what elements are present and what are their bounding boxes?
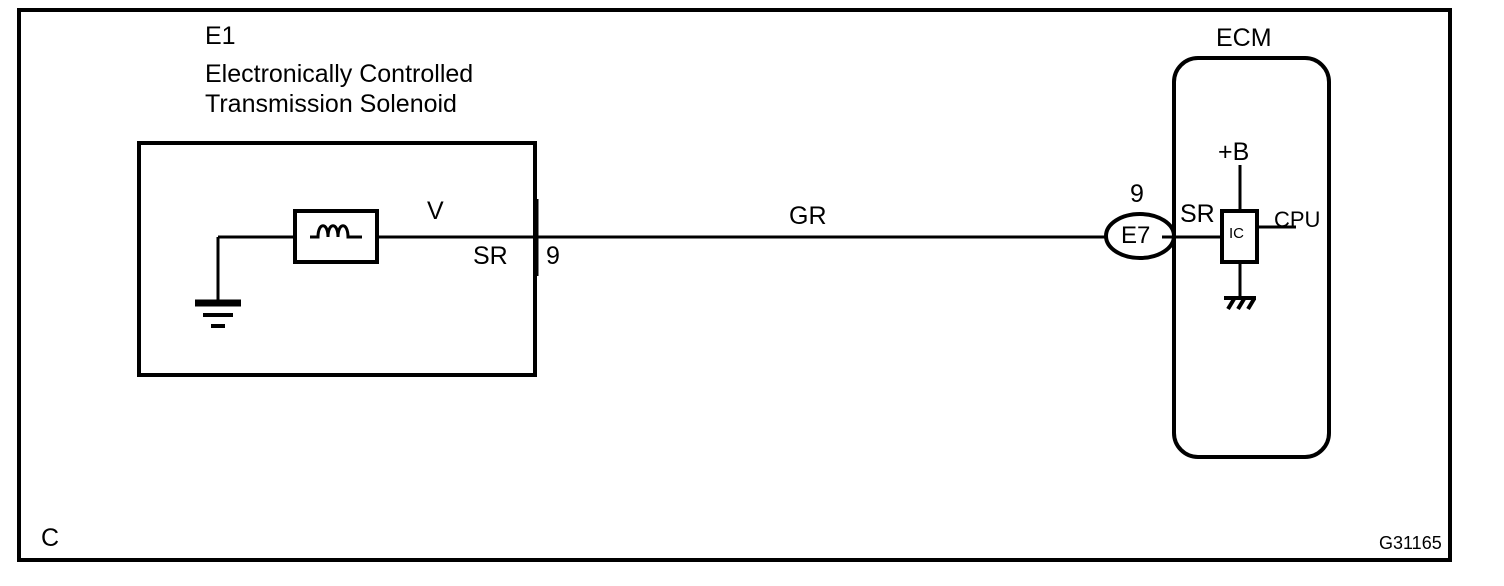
e7-connector-id: E7 [1121, 222, 1151, 249]
ecm-title: ECM [1216, 24, 1272, 52]
chassis-ground-hatch-3 [1246, 297, 1256, 311]
coil-winding-loops [310, 224, 362, 239]
ecm-power-label: +B [1218, 138, 1250, 166]
solenoid-connector-id: E1 [205, 22, 236, 50]
wire-color-label: GR [789, 202, 827, 230]
solenoid-name-line2: Transmission Solenoid [205, 89, 457, 118]
solenoid-terminal-pin-number: 9 [546, 242, 560, 270]
solenoid-enclosure-box [137, 141, 537, 377]
chassis-ground-hatch-1 [1226, 297, 1236, 311]
chassis-ground-hatch-2 [1236, 297, 1246, 311]
ecm-enclosure-box [1172, 56, 1331, 459]
ic-box [1220, 209, 1259, 264]
solenoid-internal-wire-label: V [427, 197, 444, 225]
solenoid-name-line1: Electronically Controlled [205, 60, 474, 88]
solenoid-terminal-label: SR [473, 242, 508, 270]
diagram-reference-code: G31165 [1379, 533, 1442, 553]
cpu-label: CPU [1274, 207, 1321, 232]
coil-symbol-box [293, 209, 379, 264]
outer-border-frame [17, 8, 1452, 562]
e7-connector-pin-number: 9 [1130, 180, 1144, 208]
ecm-terminal-label: SR [1180, 200, 1215, 228]
frame-label: C [41, 524, 60, 552]
ic-label: IC [1229, 225, 1244, 242]
